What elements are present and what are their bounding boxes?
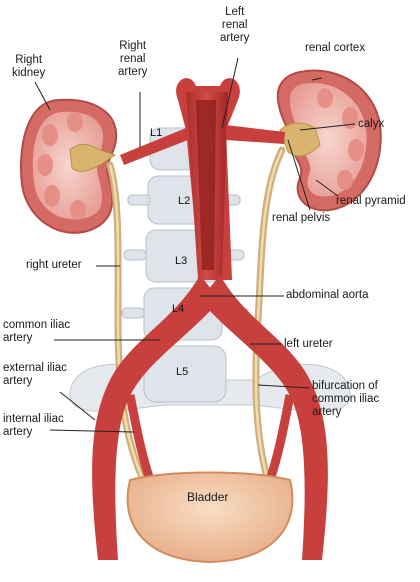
vertebra-label-l4: L4 [172,303,185,315]
label-renal-pelvis: renal pelvis [272,212,331,224]
label-renal-pyramid: renal pyramid [336,195,406,207]
label-calyx: calyx [358,118,385,130]
label-right-ureter: right ureter [26,259,82,271]
leader-lines [34,57,356,433]
vertebra-label-l3: L3 [175,255,188,267]
aorta [92,78,328,560]
vertebra-label-l2: L2 [178,195,191,207]
vertebra-label-l1: L1 [150,127,163,139]
left-kidney [276,69,382,212]
label-abdominal-aorta: abdominal aorta [286,289,369,301]
vertebra-label-l5: L5 [176,366,189,378]
bladder [126,471,294,564]
ureters-highlight [108,149,284,496]
label-renal-cortex: renal cortex [305,42,366,54]
label-bladder: Bladder [187,490,229,504]
right-kidney [20,98,118,234]
label-left-ureter: left ureter [284,338,333,350]
